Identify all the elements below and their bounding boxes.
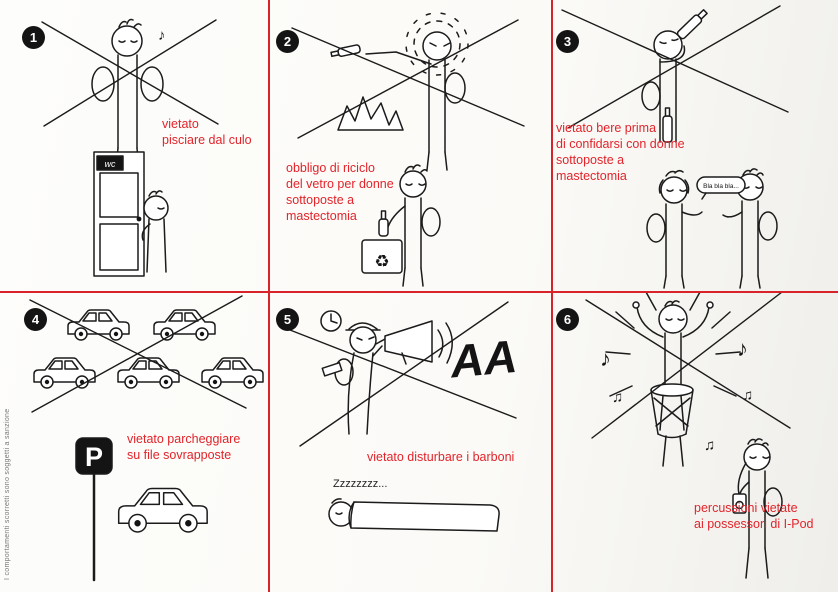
stacked-cars: [33, 309, 264, 389]
parking-sign-letter: P: [85, 442, 103, 472]
megaphone: [375, 320, 453, 365]
parking-sign: [75, 437, 113, 582]
panel5-number-badge: 5: [276, 308, 299, 331]
panel4-caption: vietato parcheggiare su file sovrapposte: [127, 432, 241, 462]
prohibition-cross: [289, 301, 517, 447]
prohibition-cross: [29, 295, 247, 413]
sound-burst-lines: [605, 291, 741, 397]
speech-bubble-text: Bla bla bla...: [703, 183, 739, 190]
panel6-caption: percussioni vietate ai possessori di I-P…: [694, 501, 814, 531]
prohibition-cross: [561, 5, 789, 129]
music-note-icon: ♫: [704, 437, 715, 454]
music-note-icon: ♫: [742, 387, 753, 404]
panel3-caption: vietato bere prima di confidarsi con don…: [556, 121, 685, 183]
glass-throwing-figure: [365, 12, 469, 171]
panel3-number-badge: 3: [556, 30, 579, 53]
panel6-number-badge: 6: [556, 308, 579, 331]
wc-door-sign-label: wc: [105, 159, 116, 169]
panel4-illustration: P: [29, 295, 264, 582]
music-note-icon: ♪: [737, 336, 748, 361]
ipod-listener-figure: [737, 438, 783, 579]
drum: [650, 383, 694, 439]
recycled-bottle: [378, 210, 389, 237]
peeking-figure: [141, 190, 169, 273]
clock-icon: [320, 310, 342, 332]
panel1-caption: vietato pisciare dal culo: [162, 117, 252, 147]
drinking-figure: [641, 9, 708, 143]
wc-door: [93, 151, 145, 277]
grid-line-vertical-left: [268, 0, 270, 592]
shout-letters: AA: [447, 330, 519, 388]
recycle-bin: [361, 239, 403, 274]
panel6-illustration: ♪ ♫ ♪ ♫: [585, 291, 791, 579]
prohibition-cross: [41, 19, 219, 127]
snore-text: Zzzzzzzz...: [333, 478, 387, 490]
drumming-figure: [632, 300, 714, 467]
thrown-bottle: [330, 44, 361, 58]
music-note-icon: ♫: [612, 389, 623, 406]
parked-car: [117, 487, 209, 534]
sleeping-homeless-man: [328, 498, 500, 532]
drinking-bottle: [676, 9, 708, 40]
grid-line-vertical-right: [551, 0, 553, 592]
recycle-icon: ♻: [374, 252, 389, 271]
peeing-figure: [91, 18, 164, 171]
prohibition-cross: [585, 291, 791, 439]
recycling-figure: [387, 164, 441, 287]
broken-glass-pile: [337, 96, 404, 131]
grid-line-horizontal: [0, 291, 838, 293]
ipod-player: [732, 493, 747, 514]
panel2-number-badge: 2: [276, 30, 299, 53]
panel2-caption: obbligo di riciclo del vetro per donne s…: [286, 161, 394, 223]
panel2-illustration: ♻: [291, 12, 525, 287]
panel1-illustration: ♪ wc: [41, 18, 219, 277]
panel3-illustration: Bla bla bla...: [561, 5, 789, 289]
confiding-woman: [646, 169, 703, 289]
panel5-illustration: AA Zzzzzzzz...: [289, 301, 519, 532]
panel4-number-badge: 4: [24, 308, 47, 331]
chest-bottle: [662, 107, 673, 143]
music-note-icon: ♪: [600, 346, 611, 371]
rolled-newspaper: [321, 361, 343, 377]
prohibition-cross: [291, 19, 525, 139]
speech-bubble: [696, 176, 746, 200]
music-note-icon: ♪: [158, 27, 166, 44]
panel5-caption: vietato disturbare i barboni: [367, 450, 515, 464]
side-note: I comportamenti scorretti sono soggetti …: [4, 408, 11, 580]
megaphone-figure: [321, 322, 383, 435]
panel1-number-badge: 1: [22, 26, 45, 49]
